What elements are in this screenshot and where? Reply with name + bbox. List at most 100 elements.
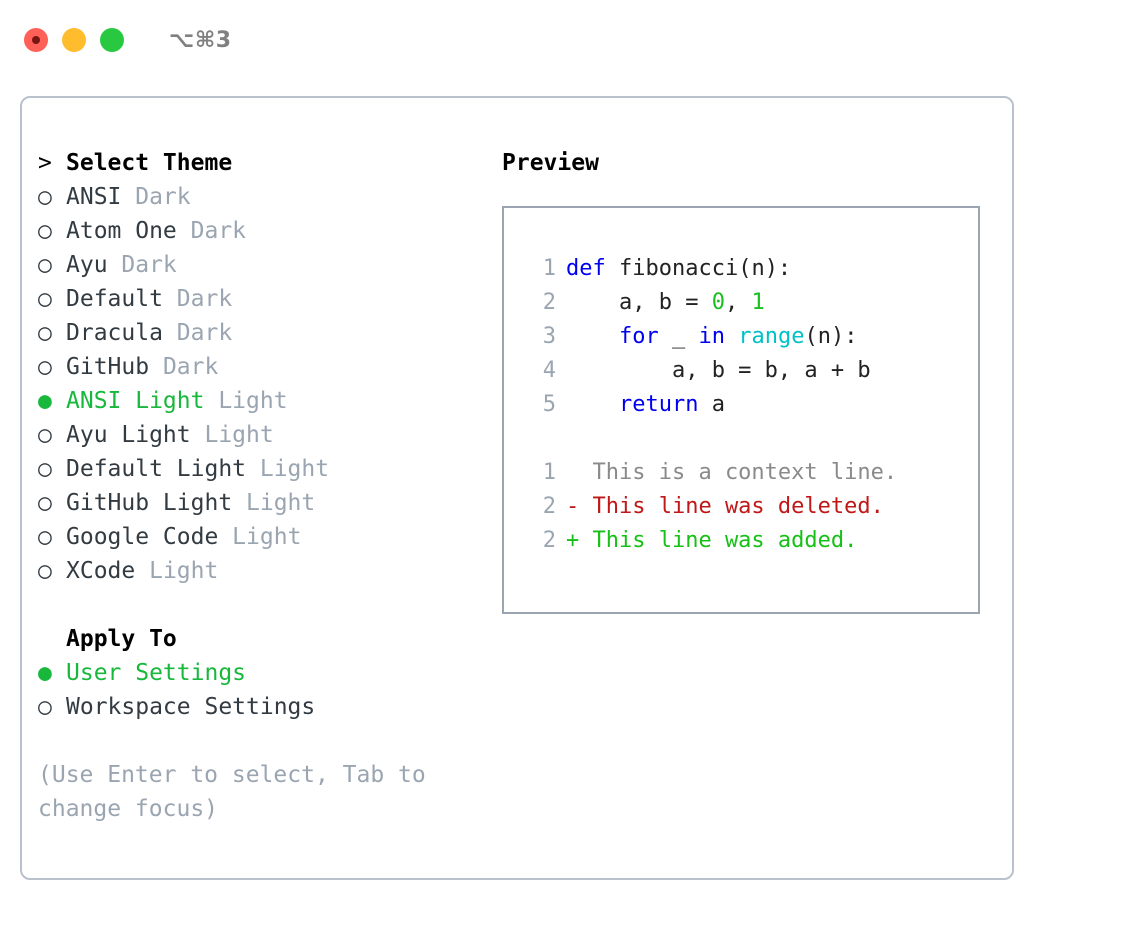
theme-variant-label: Dark: [162, 320, 233, 346]
theme-variant-label: Light: [232, 490, 316, 516]
code-token-kw: in: [698, 324, 725, 349]
preview-heading: Preview: [502, 150, 599, 176]
radio-unselected-icon: ○: [38, 286, 52, 312]
select-theme-heading-label: Select Theme: [66, 150, 233, 176]
radio-unselected-icon: ○: [38, 524, 52, 550]
minimize-window-button[interactable]: [62, 28, 86, 52]
theme-list-item[interactable]: ○Google Code Light: [38, 520, 482, 554]
code-token-plain: fibonacci(n):: [605, 256, 792, 281]
radio-unselected-icon: ○: [38, 694, 52, 720]
code-token-plain: a, b = b, a + b: [566, 358, 871, 383]
line-number: 2: [542, 290, 556, 315]
theme-list: ○ANSI Dark○Atom One Dark○Ayu Dark○Defaul…: [38, 180, 482, 588]
theme-name-label: GitHub: [66, 354, 150, 380]
diff-line-text-add: + This line was added.: [566, 528, 858, 553]
radio-unselected-icon: ○: [38, 456, 52, 482]
code-token-plain: ,: [724, 290, 752, 315]
theme-name-label: Default Light: [66, 456, 247, 482]
apply-to-option-label: User Settings: [66, 660, 247, 686]
theme-list-item[interactable]: ○ Ayu Light Light: [38, 418, 482, 452]
code-token-plain: a, b =: [566, 290, 712, 315]
theme-name-label: Ayu: [66, 252, 108, 278]
select-theme-heading: > Select Theme: [38, 146, 482, 180]
maximize-window-button[interactable]: [100, 28, 124, 52]
theme-list-item[interactable]: ●ANSI Light Light: [38, 384, 482, 418]
theme-variant-label: Light: [190, 422, 274, 448]
apply-to-heading-label: Apply To: [66, 626, 177, 652]
radio-selected-icon: ●: [38, 660, 52, 686]
apply-to-option[interactable]: ○ Workspace Settings: [38, 690, 482, 724]
caret-right-icon: >: [38, 150, 52, 176]
apply-to-heading-spacer: [38, 622, 66, 656]
theme-list-item[interactable]: ○Dracula Dark: [38, 316, 482, 350]
diff-line-text-context: This is a context line.: [566, 460, 898, 485]
code-line-text: a, b = 0, 1: [566, 286, 765, 320]
code-diff-separator: [522, 422, 978, 456]
code-line: 2 a, b = 0, 1: [522, 286, 978, 320]
line-number: 3: [542, 324, 556, 349]
main-panel: > Select Theme ○ANSI Dark○Atom One Dark○…: [20, 96, 1014, 880]
code-line-text: for _ in range(n):: [566, 320, 857, 354]
line-number: 4: [542, 358, 556, 383]
theme-list-item[interactable]: ○ GitHub Dark: [38, 350, 482, 384]
line-number: 2: [542, 528, 556, 553]
theme-variant-label: Light: [204, 388, 288, 414]
theme-list-item[interactable]: ○ANSI Dark: [38, 180, 482, 214]
theme-name-label: ANSI Light: [66, 388, 205, 414]
code-token-plain: [725, 324, 738, 349]
theme-variant-label: Dark: [176, 218, 247, 244]
code-line: 3 for _ in range(n):: [522, 320, 978, 354]
apply-to-option-label: Workspace Settings: [66, 694, 316, 720]
apply-to-heading: Apply To: [38, 622, 482, 656]
theme-variant-label: Dark: [149, 354, 219, 380]
theme-name-label: XCode: [66, 558, 136, 584]
radio-unselected-icon: ○: [38, 184, 52, 210]
code-line-text: return a: [566, 388, 725, 422]
diff-line: 2 + This line was added.: [522, 524, 978, 558]
radio-unselected-icon: ○: [38, 490, 52, 516]
theme-variant-label: Dark: [162, 286, 233, 312]
apply-to-list: ● User Settings ○ Workspace Settings: [38, 656, 482, 724]
code-token-num: 1: [751, 290, 765, 315]
theme-list-item[interactable]: ○ Default Light Light: [38, 452, 482, 486]
theme-name-label: Dracula: [66, 320, 163, 346]
theme-variant-label: Light: [246, 456, 330, 482]
code-line-text: def fibonacci(n):: [566, 252, 791, 286]
diff-line: 2- This line was deleted.: [522, 490, 978, 524]
theme-list-item[interactable]: ○Default Dark: [38, 282, 482, 316]
theme-list-item[interactable]: ○ Atom One Dark: [38, 214, 482, 248]
code-token-plain: [566, 324, 619, 349]
line-number: 1: [542, 460, 556, 485]
radio-unselected-icon: ○: [38, 218, 52, 244]
radio-unselected-icon: ○: [38, 422, 52, 448]
theme-selection-column: > Select Theme ○ANSI Dark○Atom One Dark○…: [22, 146, 482, 878]
theme-list-item[interactable]: ○Ayu Dark: [38, 248, 482, 282]
code-line-text: a, b = b, a + b: [566, 354, 871, 388]
theme-name-label: Google Code: [66, 524, 219, 550]
theme-name-label: Atom One: [66, 218, 177, 244]
diff-line: 1 This is a context line.: [522, 456, 978, 490]
radio-unselected-icon: ○: [38, 354, 52, 380]
theme-variant-label: Dark: [121, 184, 191, 210]
apply-to-option[interactable]: ● User Settings: [38, 656, 482, 690]
code-token-fn: range: [738, 324, 805, 349]
code-token-plain: [566, 392, 619, 417]
theme-list-item[interactable]: ○GitHub Light Light: [38, 486, 482, 520]
code-token-kw: return: [618, 392, 699, 417]
theme-list-item[interactable]: ○ XCode Light: [38, 554, 482, 588]
line-number: 2: [542, 494, 556, 519]
radio-unselected-icon: ○: [38, 558, 52, 584]
keyboard-shortcut-label: ⌥⌘3: [169, 27, 232, 53]
code-token-num: 0: [711, 290, 725, 315]
theme-name-label: Ayu Light: [66, 422, 191, 448]
close-window-button[interactable]: [24, 28, 48, 52]
code-line: 5 return a: [522, 388, 978, 422]
code-token-kw: def: [566, 256, 606, 281]
theme-variant-label: Light: [135, 558, 219, 584]
diff-sample: 1 This is a context line.2- This line wa…: [522, 456, 978, 558]
